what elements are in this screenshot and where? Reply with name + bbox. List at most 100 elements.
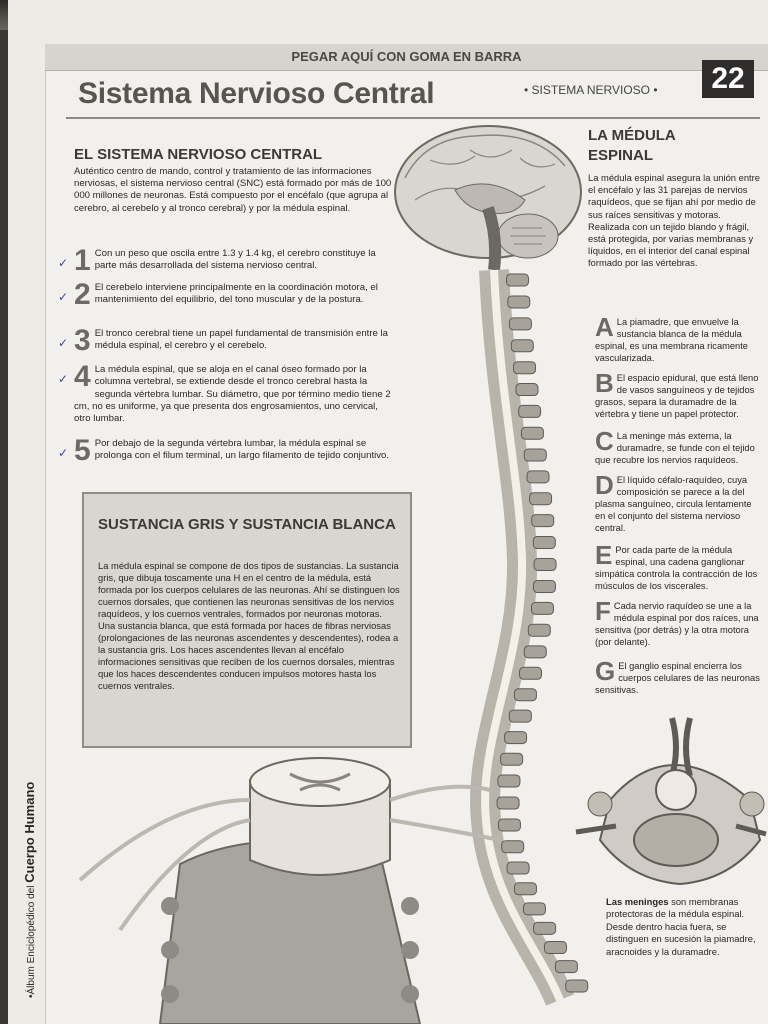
medula-intro: La médula espinal asegura la unión entre… xyxy=(588,172,760,269)
vertebra-process xyxy=(497,774,521,788)
vertebra-process xyxy=(554,960,578,974)
vertebra-process xyxy=(532,580,556,594)
vertebra-illustration xyxy=(575,717,767,886)
checkmark-icon: ✓ xyxy=(58,336,69,350)
snc-intro: Auténtico centro de mando, control y tra… xyxy=(74,166,392,214)
box-heading: SUSTANCIA GRIS Y SUSTANCIA BLANCA xyxy=(98,516,396,533)
vertebra-process xyxy=(526,470,550,484)
snc-heading: EL SISTEMA NERVIOSO CENTRAL xyxy=(74,146,323,163)
point-text: La piamadre, que envuelve la sustancia b… xyxy=(595,317,748,363)
point-text: La meninge más externa, la duramadre, se… xyxy=(595,431,755,465)
point-letter: A xyxy=(595,316,614,342)
vertebra-process xyxy=(510,339,534,353)
checkmark-icon: ✓ xyxy=(58,372,69,386)
glue-strip: PEGAR AQUÍ CON GOMA EN BARRA xyxy=(45,44,768,71)
point-text: La médula espinal, que se aloja en el ca… xyxy=(74,364,391,425)
spine-illustration xyxy=(470,269,589,1006)
point-number: 3 xyxy=(74,324,91,357)
point-text: El cerebelo interviene principalmente en… xyxy=(94,282,378,306)
spinal-cord xyxy=(481,269,564,1002)
vertebra-process xyxy=(518,404,542,418)
vertebra-process xyxy=(507,295,531,309)
point-letter: F xyxy=(595,600,611,626)
checkmark-icon: ✓ xyxy=(58,446,69,460)
point-text: El ganglio espinal encierra los cuerpos … xyxy=(595,661,760,695)
vertebra-process xyxy=(497,818,521,832)
vertebra-process xyxy=(520,426,544,440)
side-prefix: •Álbum Enciclopédico del xyxy=(26,882,37,998)
sustancia-box: SUSTANCIA GRIS Y SUSTANCIA BLANCA La méd… xyxy=(82,492,412,748)
point-letter: D xyxy=(595,474,614,500)
point-text: Con un peso que oscila entre 1.3 y 1.4 k… xyxy=(94,248,376,272)
vertebra-process xyxy=(565,979,589,993)
point-text: Por cada parte de la médula espinal, una… xyxy=(595,545,758,591)
checkmark-icon: ✓ xyxy=(58,290,69,304)
vertebra-process xyxy=(519,666,543,680)
medula-heading: LA MÉDULA ESPINAL xyxy=(588,127,676,164)
vertebra-process xyxy=(531,514,555,528)
spinal-cord-section-illustration xyxy=(78,757,501,1024)
point-text: El tronco cerebral tiene un papel fundam… xyxy=(94,328,389,352)
vertebra-process xyxy=(533,921,557,935)
point-letter: E xyxy=(595,544,613,570)
vertebra-process xyxy=(508,709,532,723)
vertebra-process xyxy=(530,601,554,615)
point-text: El líquido céfalo-raquídeo, cuya composi… xyxy=(595,475,752,533)
vertebra-process xyxy=(508,317,532,331)
vertebra-process xyxy=(523,645,547,659)
album-side-label: •Álbum Enciclopédico del Cuerpo Humano xyxy=(22,728,42,998)
box-paragraph-2: Una sustancia blanca, que está formada p… xyxy=(98,620,399,691)
vertebra-process xyxy=(506,861,530,875)
point-number: 4 xyxy=(74,360,91,393)
vertebra-process xyxy=(513,361,537,375)
vertebra-process xyxy=(523,448,547,462)
caption-bold: Las meninges xyxy=(606,896,669,907)
page-number: 22 xyxy=(702,60,754,98)
vertebra-process xyxy=(496,796,520,810)
point-text: Cada nervio raquídeo se une a la médula … xyxy=(595,601,759,647)
point-letter: C xyxy=(595,430,614,456)
vertebra-process xyxy=(504,731,528,745)
vertebra-process xyxy=(500,752,524,766)
point-letter: G xyxy=(595,660,616,686)
vertebra-process xyxy=(533,558,557,572)
vertebra-process xyxy=(513,882,537,896)
vertebra-process xyxy=(543,940,567,954)
section-tag: • SISTEMA NERVIOSO • xyxy=(524,83,658,97)
caption-text: son membranas protectoras de la médula e… xyxy=(606,896,756,957)
vertebra-process xyxy=(505,273,529,287)
vertebra-process xyxy=(513,688,537,702)
vertebra-process xyxy=(532,536,556,550)
box-text: La médula espinal se compone de dos tipo… xyxy=(98,560,402,692)
point-text: El espacio epidural, que está lleno de v… xyxy=(595,373,759,419)
point-number: 1 xyxy=(74,244,91,277)
vertebra-process xyxy=(515,383,539,397)
page-title: Sistema Nervioso Central xyxy=(78,77,435,110)
vertebra-process xyxy=(527,623,551,637)
box-paragraph-1: La médula espinal se compone de dos tipo… xyxy=(98,560,400,619)
vertebra-process xyxy=(529,492,553,506)
title-bar: Sistema Nervioso Central • SISTEMA NERVI… xyxy=(66,73,760,119)
point-number: 2 xyxy=(74,278,91,311)
meninges-caption: Las meninges son membranas protectoras d… xyxy=(606,896,756,958)
side-brand: Cuerpo Humano xyxy=(22,781,37,883)
brain-illustration xyxy=(394,125,582,271)
point-text: Por debajo de la segunda vértebra lumbar… xyxy=(94,438,390,462)
point-letter: B xyxy=(595,372,614,398)
checkmark-icon: ✓ xyxy=(58,256,69,270)
vertebra-process xyxy=(501,840,525,854)
vertebra-process xyxy=(522,902,546,916)
